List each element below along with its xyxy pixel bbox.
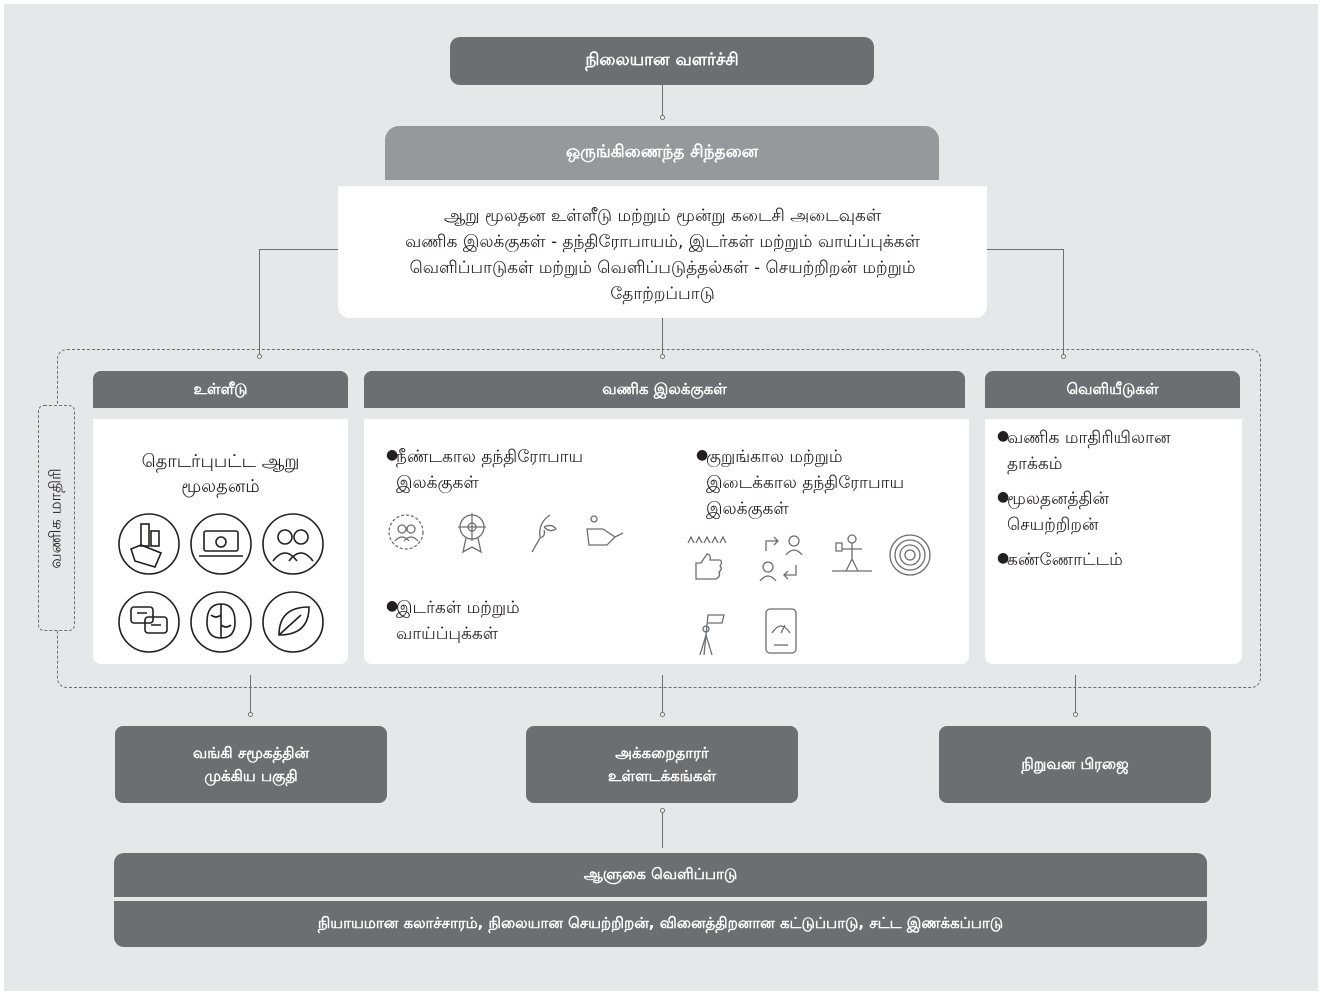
long-term-icons (388, 513, 624, 554)
manufactured-capital-icon (190, 513, 252, 575)
goals-panel: ● நீண்டகால தந்திரோபாய இலக்குகள் ● குறுங்… (364, 419, 969, 664)
outcome-text: வங்கி சமூகத்தின் (192, 743, 310, 762)
integrated-line: வணிக இலக்குகள் - தந்திரோபாயம், இடர்கள் ம… (405, 232, 920, 252)
connector-dot (257, 354, 262, 359)
outcome-text: முக்கிய பகுதி (204, 766, 298, 785)
long-term-goals-item: ● நீண்டகால தந்திரோபாய இலக்குகள் (386, 444, 584, 496)
integrated-line: ஆறு மூலதன உள்ளீடு மற்றும் மூன்று கடைசி அ… (443, 206, 882, 226)
connector (1063, 249, 1064, 355)
sustainable-growth-label: நிலையான வளர்ச்சி (585, 50, 739, 70)
risks-text: இடர்கள் மற்றும் (396, 598, 520, 618)
people-exchange-icon (759, 535, 803, 582)
plant-hand-icon (531, 514, 557, 553)
governance-header: ஆளுகை வெளிப்பாடு (114, 853, 1207, 897)
integrated-thinking-body: ஆறு மூலதன உள்ளீடு மற்றும் மூன்று கடைசி அ… (338, 186, 987, 318)
integrated-line: தோற்றப்பாடு (610, 284, 715, 304)
connector (250, 675, 251, 714)
connector (662, 318, 663, 355)
flag-climber-icon (699, 614, 725, 656)
connector-dot (1061, 354, 1066, 359)
sustainable-growth-box: நிலையான வளர்ச்சி (450, 37, 874, 85)
output-item: ● மூலதனத்தின் செயற்றிறன் (997, 486, 1109, 538)
output-text: வணிக மாதிரியிலான (1007, 428, 1171, 448)
governance-title: ஆளுகை வெளிப்பாடு (583, 865, 738, 883)
human-capital-icon (262, 513, 324, 575)
financial-capital-icon (118, 513, 180, 575)
outputs-title: வெளியீடுகள் (1066, 379, 1159, 398)
social-capital-icon (118, 591, 180, 653)
long-term-goals-text: இலக்குகள் (396, 473, 479, 493)
inputs-panel: தொடர்புபட்ட ஆறு மூலதனம் (93, 419, 348, 664)
outcome-text: உள்ளடக்கங்கள் (607, 766, 717, 785)
connector (259, 249, 338, 250)
connector (662, 675, 663, 714)
governance-text: நியாயமான கலாச்சாரம், நிலையான செயற்றிறன்,… (317, 914, 1004, 932)
handshake-icon (586, 515, 624, 546)
short-term-icons (687, 534, 931, 656)
outcome-box-citizen: நிறுவன பிரஜை (939, 726, 1211, 803)
short-term-goals-text: இடைக்கால தந்திரோபாய (706, 473, 905, 493)
target-team-icon (388, 514, 424, 550)
output-item: ● வணிக மாதிரியிலான தாக்கம் (997, 425, 1171, 477)
inputs-text: தொடர்புபட்ட ஆறு (141, 451, 300, 472)
connector-dot (660, 808, 665, 813)
output-text: கண்ணோட்டம் (1007, 550, 1123, 570)
output-item: ● கண்ணோட்டம் (997, 547, 1123, 573)
output-text: செயற்றிறன் (1007, 515, 1099, 535)
helm-award-icon (458, 513, 486, 554)
connector-dot (248, 712, 253, 717)
connector-dot (660, 115, 665, 120)
outputs-header: வெளியீடுகள் (985, 371, 1240, 408)
connector-dot (1073, 712, 1078, 717)
risks-item: ● இடர்கள் மற்றும் வாய்ப்புக்கள் (386, 595, 520, 647)
natural-capital-icon (262, 591, 324, 653)
outcome-box-community: வங்கி சமூகத்தின் முக்கிய பகுதி (115, 726, 387, 803)
short-term-goals-text: குறுங்கால மற்றும் (706, 447, 843, 467)
outcome-text: நிறுவன பிரஜை (1021, 754, 1129, 773)
output-text: மூலதனத்தின் (1007, 489, 1109, 509)
outputs-panel: ● வணிக மாதிரியிலான தாக்கம் ● மூலதனத்தின்… (985, 419, 1242, 664)
connector (662, 85, 663, 118)
goals-title: வணிக இலக்குகள் (602, 379, 727, 398)
output-text: தாக்கம் (1007, 454, 1063, 474)
business-model-label: வணிக மாதிரி (46, 467, 66, 569)
risks-text: வாய்ப்புக்கள் (396, 624, 499, 644)
inputs-title: உள்ளீடு (193, 379, 248, 398)
connector (1075, 675, 1076, 714)
intellectual-capital-icon (190, 591, 252, 653)
integrated-thinking-title: ஒருங்கிணைந்த சிந்தனை (565, 142, 759, 162)
governance-body: நியாயமான கலாச்சாரம், நிலையான செயற்றிறன்,… (114, 901, 1207, 947)
capital-icons-grid (118, 513, 324, 653)
outcome-text: அக்கறைதாரர் (615, 743, 709, 762)
rating-thumbs-icon (687, 535, 727, 580)
connector (987, 249, 1064, 250)
long-term-goals-text: நீண்டகால தந்திரோபாய (396, 447, 584, 467)
phone-gauge-icon (765, 608, 797, 654)
short-term-goals-text: இலக்குகள் (706, 499, 789, 519)
tree-rings-icon (889, 534, 931, 576)
short-term-goals-item: ● குறுங்கால மற்றும் இடைக்கால தந்திரோபாய … (696, 444, 905, 522)
connector-dot (660, 354, 665, 359)
inputs-header: உள்ளீடு (93, 371, 348, 408)
connector-dot (660, 712, 665, 717)
business-model-side-tab: வணிக மாதிரி (38, 405, 75, 631)
outcome-box-stakeholders: அக்கறைதாரர் உள்ளடக்கங்கள் (526, 726, 798, 803)
integrated-line: வெளிப்பாடுகள் மற்றும் வெளிப்படுத்தல்கள் … (409, 258, 916, 278)
connector (662, 810, 663, 848)
goals-header: வணிக இலக்குகள் (364, 371, 965, 408)
inputs-text: மூலதனம் (181, 476, 260, 497)
integrated-thinking-header: ஒருங்கிணைந்த சிந்தனை (385, 126, 939, 180)
tightrope-icon (832, 534, 872, 572)
connector (259, 249, 260, 355)
